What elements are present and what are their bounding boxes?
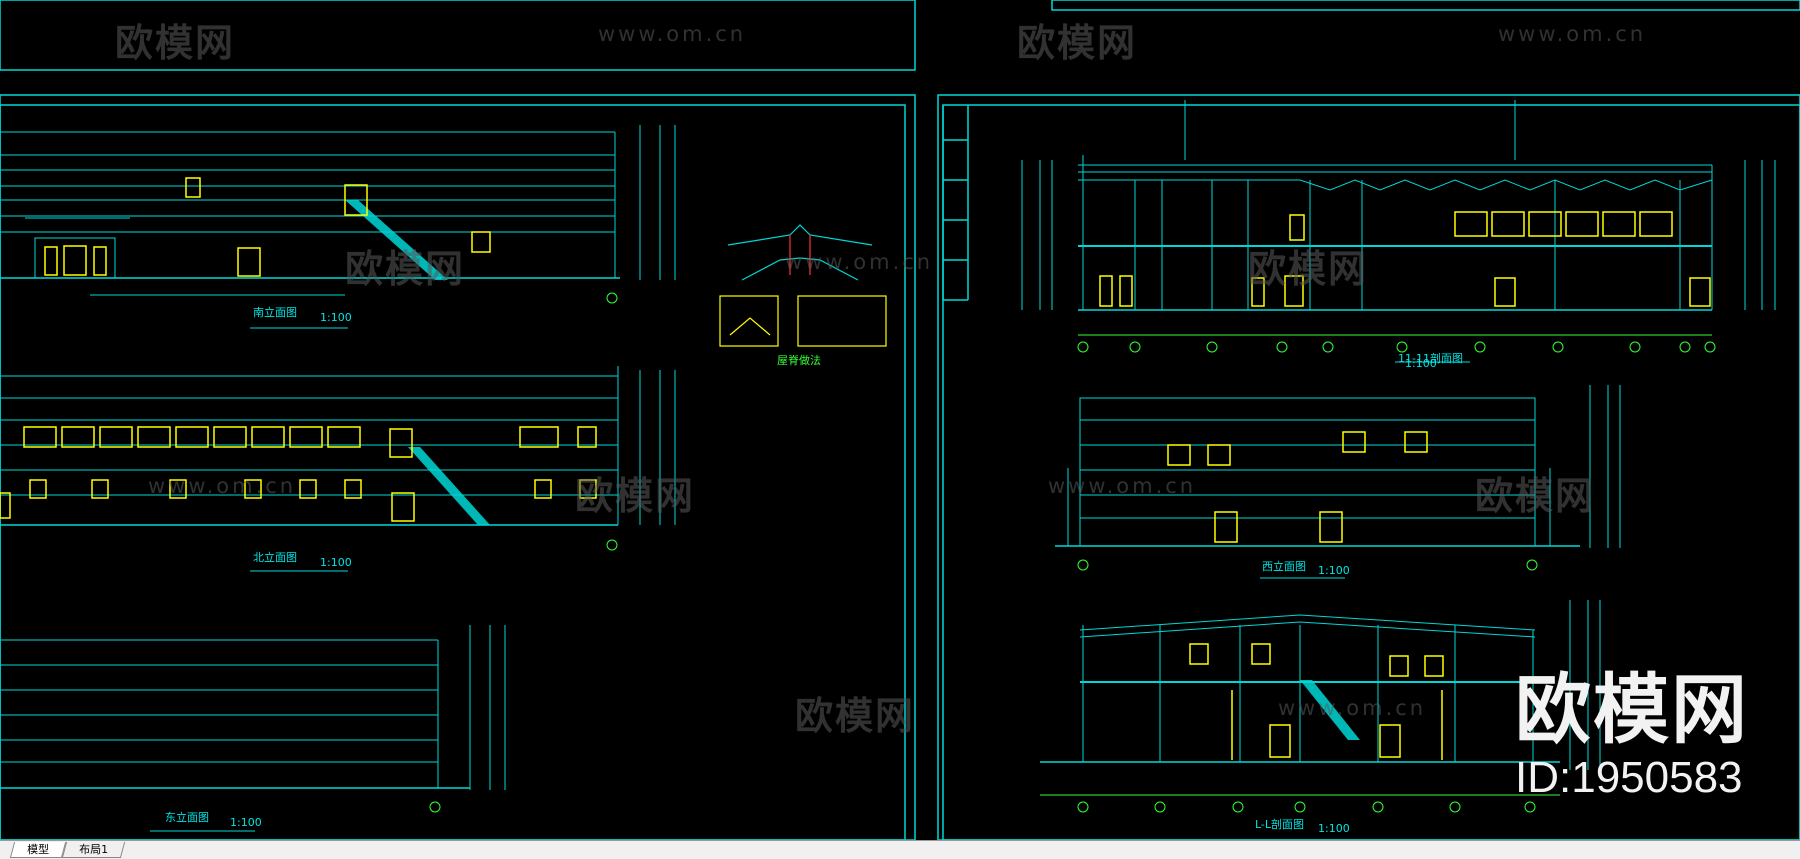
tab-layout1[interactable]: 布局1 <box>61 842 126 858</box>
east-elevation-scale: 1:100 <box>230 816 262 829</box>
west-elevation-title: 西立面图 <box>1262 560 1306 573</box>
south-elevation-title: 南立面图 <box>253 306 297 319</box>
section-ll-title: L-L剖面图 <box>1255 818 1305 831</box>
south-elevation-scale: 1:100 <box>320 311 352 324</box>
section-11-title: 11-11剖面图 <box>1398 352 1463 365</box>
section-11-scale: 1:100 <box>1405 357 1437 370</box>
brand-logo-text: 欧模网 <box>1515 665 1749 754</box>
cad-drawing <box>0 0 1800 840</box>
roof-detail-title: 屋脊做法 <box>777 354 821 367</box>
east-elevation-title: 东立面图 <box>165 811 209 824</box>
layout-tab-bar: 模型 布局1 <box>0 840 1800 859</box>
north-elevation-title: 北立面图 <box>253 551 297 564</box>
section-ll-scale: 1:100 <box>1318 822 1350 835</box>
north-elevation-scale: 1:100 <box>320 556 352 569</box>
west-elevation-scale: 1:100 <box>1318 564 1350 577</box>
tab-model[interactable]: 模型 <box>9 842 67 858</box>
brand-id: ID:1950583 <box>1515 753 1743 802</box>
